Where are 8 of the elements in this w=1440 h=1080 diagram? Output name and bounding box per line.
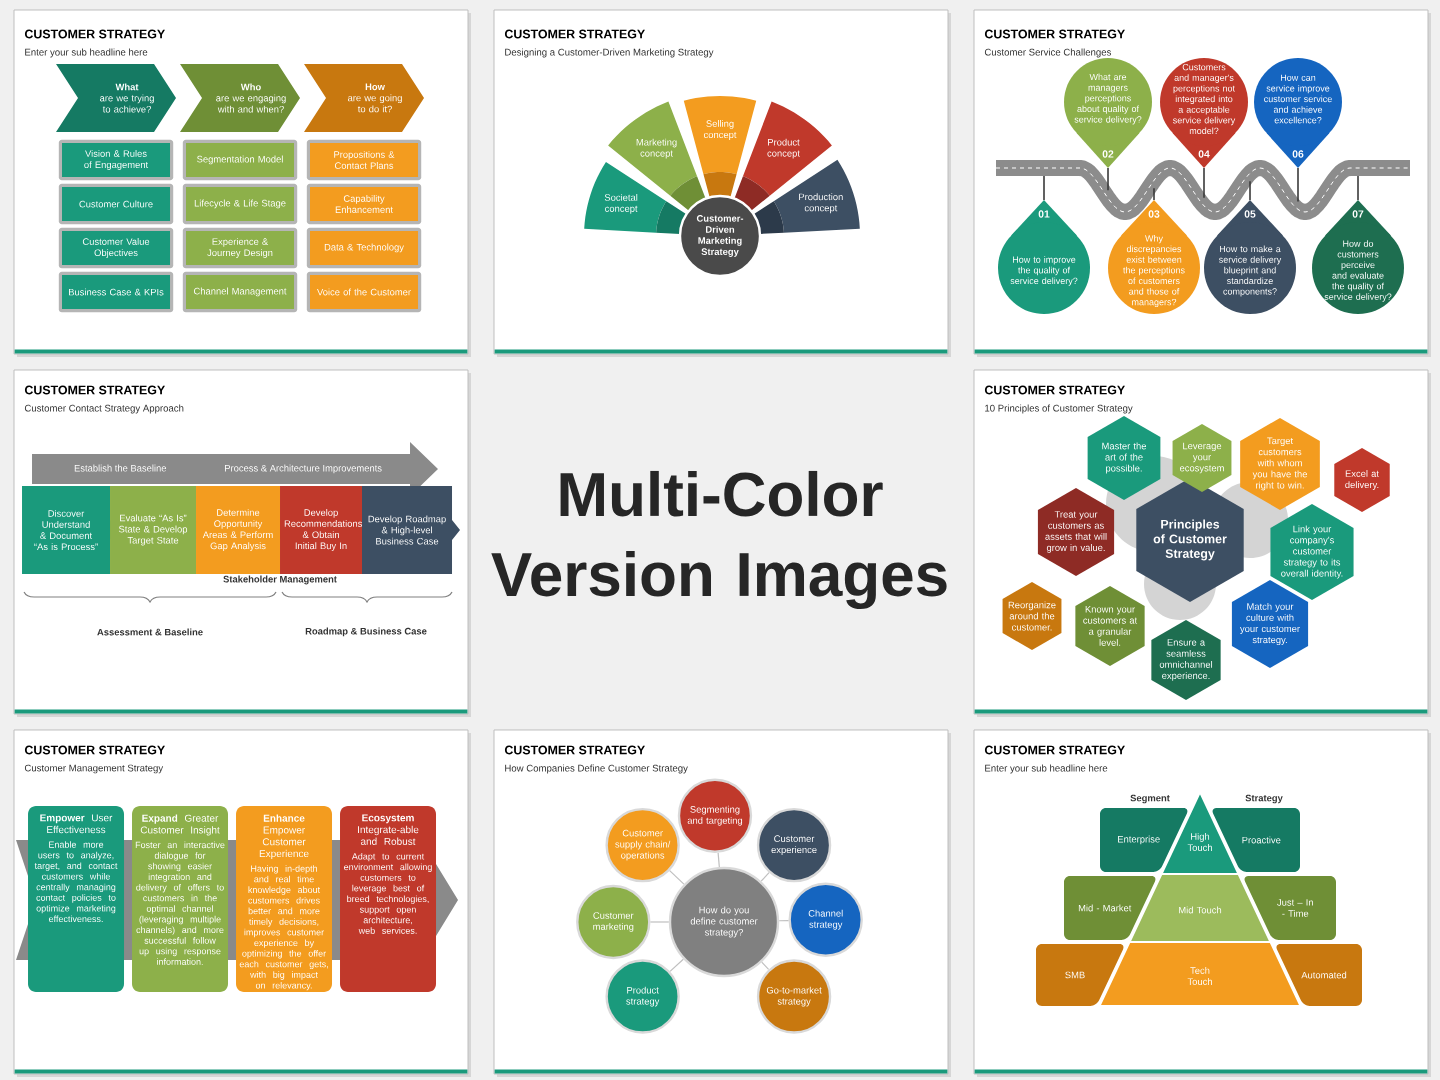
connector-line	[717, 852, 720, 868]
page-title: Multi-Color Version Images	[491, 470, 947, 609]
connector-line	[649, 921, 670, 923]
connector-line	[761, 961, 770, 971]
connector-line	[778, 919, 790, 922]
connector-line	[669, 870, 685, 885]
connector-line	[669, 958, 684, 973]
connector-line	[760, 872, 770, 882]
